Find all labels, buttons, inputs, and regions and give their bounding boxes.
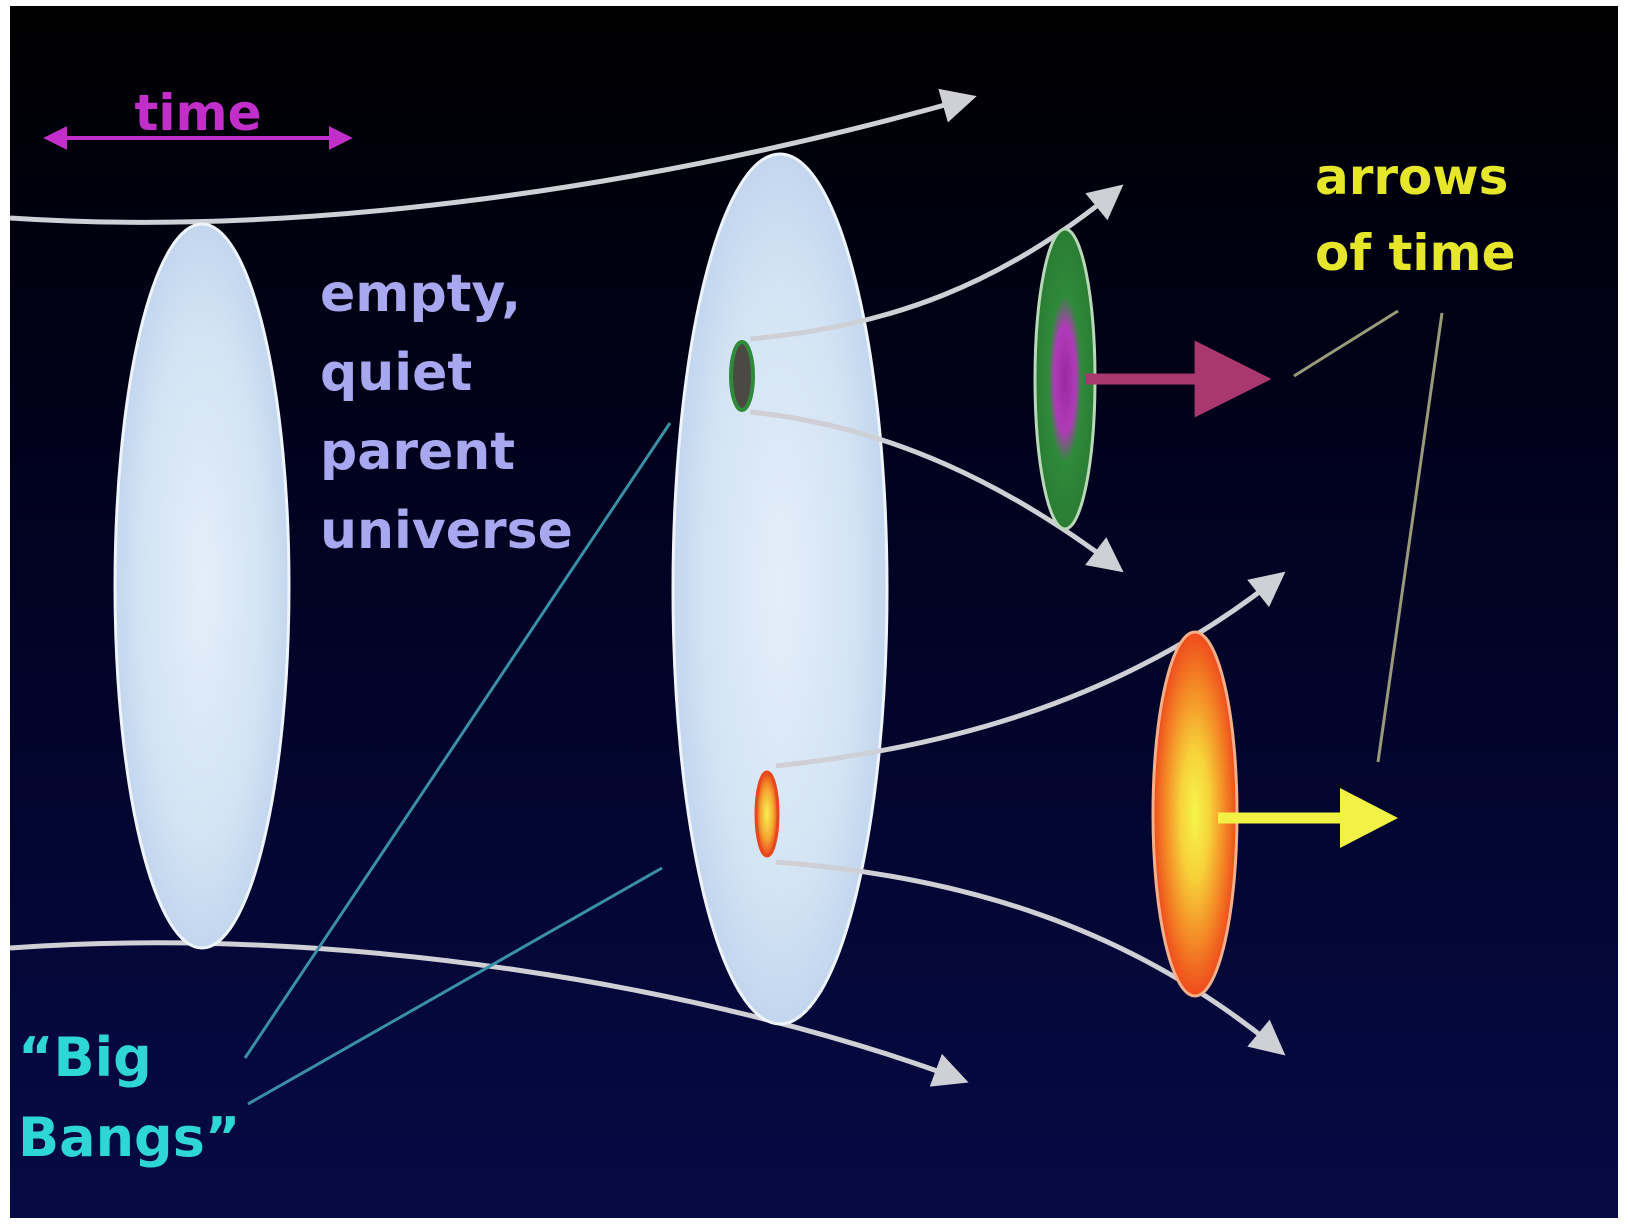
parent-universe-label-line-2: quiet: [320, 343, 472, 403]
green-upper-worldline: [749, 184, 1124, 342]
diagram-frame: time empty, quiet parent universe arrows…: [10, 6, 1618, 1218]
yellow-arrow-of-time-head: [1340, 788, 1398, 848]
big-bang-pointer-upper: [243, 422, 672, 1059]
parent-universe-label-line-3: parent: [320, 422, 515, 482]
upper-worldline: [10, 88, 977, 225]
arrows-of-time-pointer-yellow: [1376, 312, 1444, 763]
multiverse-diagram: time empty, quiet parent universe arrows…: [10, 84, 1516, 1169]
green-big-bang-seed: [729, 340, 755, 412]
parent-universe-slice-1: [113, 222, 291, 950]
green-lower-worldline: [749, 409, 1124, 573]
orange-lower-worldline: [775, 859, 1286, 1056]
arrows-of-time-label-line-2: of time: [1315, 224, 1516, 282]
parent-universe-label-line-1: empty,: [320, 264, 521, 324]
arrows-of-time-pointer-magenta: [1293, 309, 1399, 378]
orange-upper-worldline: [775, 571, 1286, 769]
big-bangs-label-line-1: “Big: [18, 1026, 152, 1089]
lower-worldline: [10, 940, 969, 1087]
big-bang-pointer-lower: [247, 866, 663, 1106]
parent-universe-label-line-4: universe: [320, 501, 573, 561]
arrows-of-time-label-line-1: arrows: [1315, 148, 1508, 206]
parent-universe-slice-2: [671, 152, 889, 1026]
big-bangs-label-line-2: Bangs”: [18, 1106, 240, 1169]
orange-big-bang-seed: [754, 770, 780, 858]
time-label: time: [134, 84, 261, 142]
